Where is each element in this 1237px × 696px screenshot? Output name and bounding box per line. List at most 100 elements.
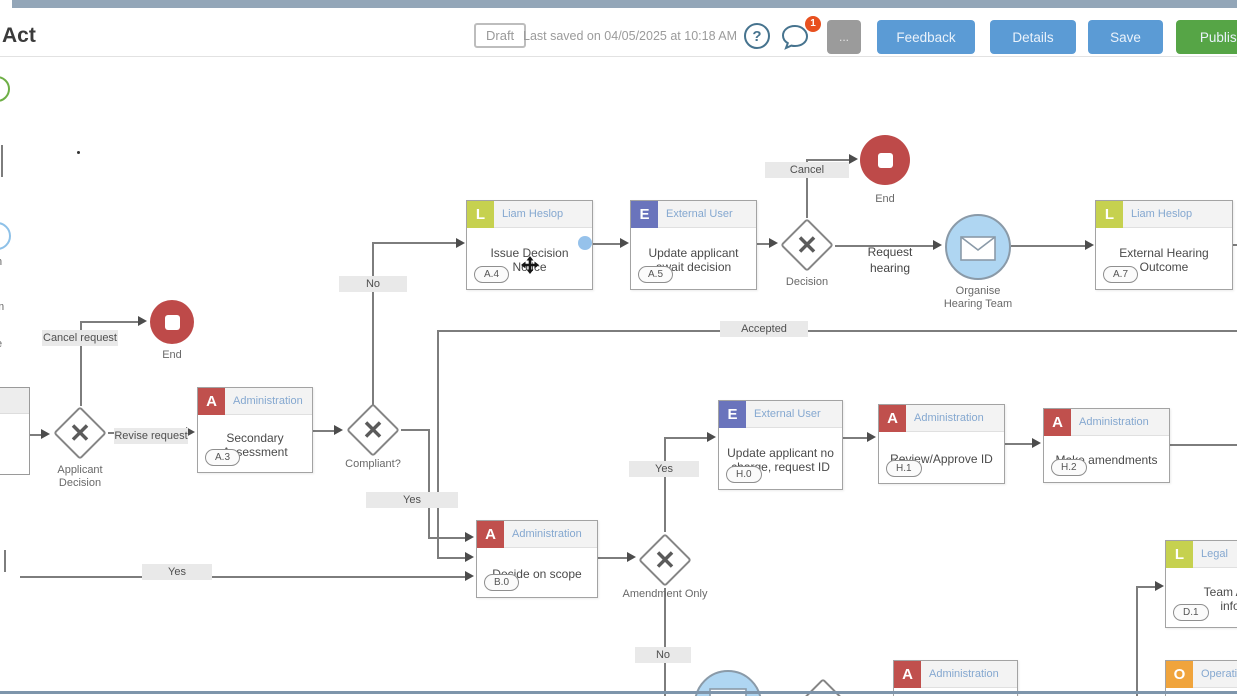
task-ref: H.0: [726, 466, 762, 483]
task-ref: H.2: [1051, 459, 1087, 476]
flow-line: [598, 557, 629, 559]
arrowhead: [465, 532, 474, 542]
notification-badge: 1: [805, 16, 821, 32]
connector-handle-dot[interactable]: [578, 236, 592, 250]
end-event[interactable]: [150, 300, 194, 344]
save-button[interactable]: Save: [1088, 20, 1163, 54]
arrowhead: [186, 427, 195, 437]
help-icon[interactable]: ?: [744, 23, 770, 49]
details-button[interactable]: Details: [990, 20, 1076, 54]
task-ref: D.1: [1173, 604, 1209, 621]
flow-line: [835, 245, 935, 247]
event-caption: Organise Hearing Team: [943, 285, 1013, 310]
flow-line: [428, 429, 430, 539]
flow-line: [373, 242, 457, 244]
arrowhead: [334, 425, 343, 435]
arrowhead: [867, 432, 876, 442]
edge-label-cancel-request[interactable]: Cancel request: [42, 330, 118, 346]
feedback-button[interactable]: Feedback: [877, 20, 975, 54]
edge-label-no[interactable]: No: [339, 276, 407, 292]
flow-line: [757, 243, 771, 245]
gateway-caption: Compliant?: [345, 458, 401, 470]
x-marker-icon: ✕: [69, 418, 91, 448]
flow-line: [1005, 443, 1034, 445]
edge-label-cancel[interactable]: Cancel: [765, 162, 849, 178]
arrowhead: [465, 571, 474, 581]
end-event[interactable]: [860, 135, 910, 185]
task-role: External User: [754, 408, 821, 420]
gateway-caption: Amendment Only: [622, 588, 708, 600]
task-operations-cut[interactable]: OOperations: [1165, 660, 1237, 696]
task-header: A Administration: [879, 405, 1004, 432]
flow-line: [1233, 244, 1237, 246]
flow-line: [1136, 586, 1157, 588]
cut-task[interactable]: [0, 387, 30, 475]
flow-line: [313, 430, 336, 432]
flow-line: [428, 537, 467, 539]
envelope-icon: [960, 236, 996, 261]
arrowhead: [620, 238, 629, 248]
edge-label-accepted[interactable]: Accepted: [720, 321, 808, 337]
message-event-organise-hearing[interactable]: [945, 214, 1011, 280]
lane-badge: A: [198, 388, 225, 415]
x-marker-icon: ✕: [654, 545, 676, 575]
event-caption: End: [875, 193, 895, 205]
x-marker-icon: ✕: [796, 230, 818, 260]
more-button[interactable]: ...: [827, 20, 861, 54]
edge-label-no[interactable]: No: [635, 647, 691, 663]
flow-line: [30, 434, 43, 436]
flow-line: [1011, 245, 1087, 247]
edge-label-yes[interactable]: Yes: [366, 492, 458, 508]
lane-badge: A: [879, 405, 906, 432]
arrowhead: [41, 429, 50, 439]
flow-line: [437, 330, 439, 559]
arrowhead: [1155, 581, 1164, 591]
window-top-strip: [12, 0, 1237, 8]
comment-icon[interactable]: [780, 23, 810, 56]
task-role: Administration: [914, 412, 984, 424]
page-title: Act: [2, 24, 36, 47]
gateway-decision[interactable]: ✕: [779, 217, 835, 273]
task-ref: A.3: [205, 449, 241, 466]
task-role: Legal: [1201, 548, 1228, 560]
edge-label-revise-request[interactable]: Revise request: [114, 428, 188, 444]
task-role: Administration: [512, 528, 582, 540]
lane-badge: E: [719, 401, 746, 428]
flow-line: [20, 576, 467, 578]
arrowhead: [465, 552, 474, 562]
edge-label-yes[interactable]: Yes: [629, 461, 699, 477]
end-square-icon: [164, 314, 180, 330]
flow-line: [372, 242, 374, 405]
toolbar: Act Draft Last saved on 04/05/2025 at 10…: [0, 8, 1237, 57]
gateway-amendment-only[interactable]: ✕: [637, 532, 693, 588]
flow-line: [401, 429, 428, 431]
flow-line: [593, 243, 621, 245]
flow-line: [843, 437, 869, 439]
edge-label-yes[interactable]: Yes: [142, 564, 212, 580]
cut-start-event: [0, 76, 10, 102]
edge-label-request-hearing[interactable]: Request hearing: [867, 245, 913, 275]
cut-event: [0, 222, 11, 250]
arrowhead: [707, 432, 716, 442]
arrowhead: [1085, 240, 1094, 250]
gateway-applicant-decision[interactable]: ✕: [52, 405, 108, 461]
gateway-compliant[interactable]: ✕: [345, 402, 401, 458]
publish-button[interactable]: Publish: [1176, 20, 1237, 54]
cut-text: n: [0, 256, 2, 268]
